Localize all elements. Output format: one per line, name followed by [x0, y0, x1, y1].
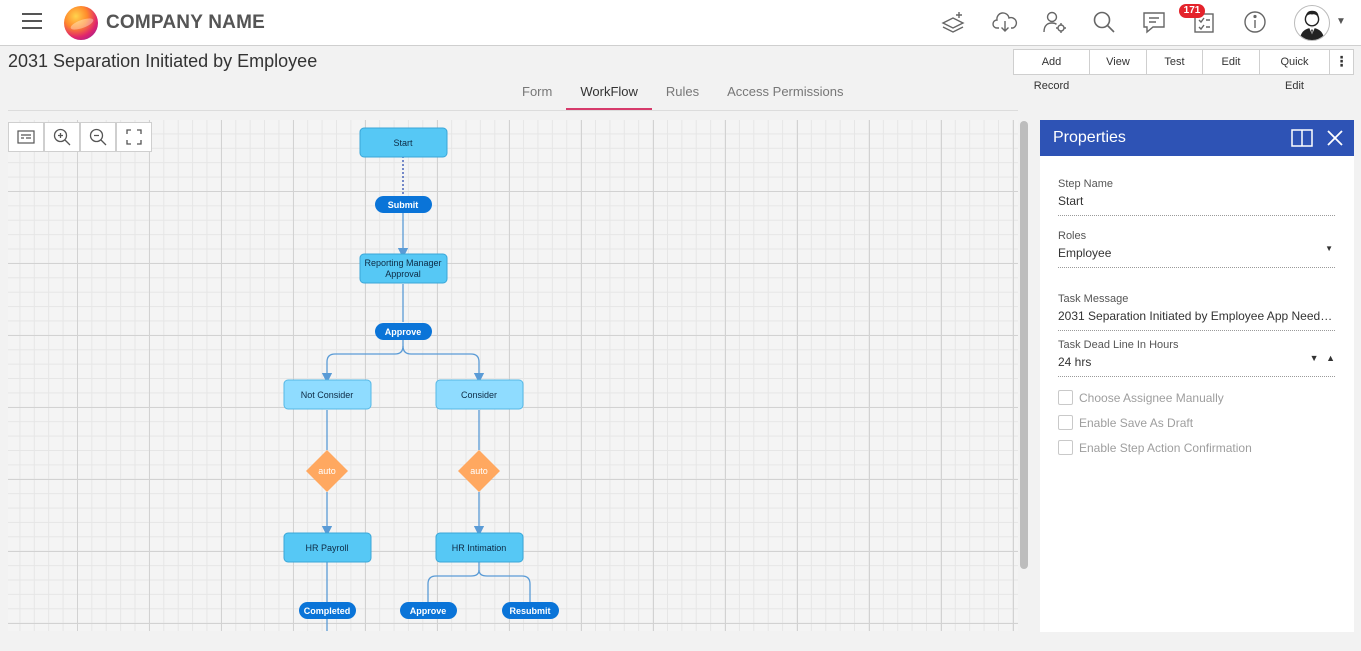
- pill-submit[interactable]: Submit: [375, 196, 432, 213]
- node-reporting-manager-approval[interactable]: Reporting Manager Approval: [359, 253, 448, 284]
- node-label: HR Intimation: [452, 543, 507, 553]
- more-options-icon[interactable]: ⋮: [1334, 53, 1349, 69]
- notification-badge: 171: [1179, 4, 1205, 18]
- field-label: Task Dead Line In Hours: [1058, 339, 1179, 351]
- dropdown-arrow-icon[interactable]: ▼: [1325, 244, 1333, 253]
- pill-completed[interactable]: Completed: [299, 602, 356, 619]
- node-label: Start: [393, 138, 413, 148]
- node-label-line1: Reporting Manager: [364, 258, 441, 268]
- view-button[interactable]: View: [1090, 50, 1147, 74]
- chevron-down-icon[interactable]: ▼: [1336, 16, 1346, 27]
- pill-label: Resubmit: [509, 606, 550, 616]
- diamond-auto-left[interactable]: auto: [306, 450, 348, 492]
- cloud-download-icon[interactable]: [992, 9, 1018, 35]
- checkbox[interactable]: [1058, 440, 1073, 455]
- roles-field[interactable]: Roles Employee ▼: [1058, 230, 1335, 268]
- node-hr-payroll[interactable]: HR Payroll: [283, 532, 372, 563]
- info-icon[interactable]: [1242, 9, 1268, 35]
- zoom-in-icon[interactable]: [44, 122, 80, 152]
- checkbox-label: Choose Assignee Manually: [1079, 390, 1224, 405]
- step-name-input[interactable]: Start: [1058, 194, 1084, 208]
- field-label: Step Name: [1058, 178, 1114, 190]
- diamond-label: auto: [318, 466, 336, 476]
- connector-lines: [321, 156, 531, 631]
- layers-add-icon[interactable]: [940, 9, 966, 35]
- overview-icon[interactable]: [8, 122, 44, 152]
- test-button[interactable]: Test: [1147, 50, 1203, 74]
- dock-panel-icon[interactable]: [1290, 128, 1314, 148]
- top-bar: COMPANY NAME 171 ▼: [0, 0, 1361, 46]
- canvas-toolbar: [8, 122, 152, 152]
- pill-label: Approve: [385, 327, 422, 337]
- node-consider[interactable]: Consider: [435, 379, 524, 410]
- properties-header: Properties: [1040, 120, 1354, 156]
- zoom-out-icon[interactable]: [80, 122, 116, 152]
- page-title: 2031 Separation Initiated by Employee: [8, 51, 318, 71]
- pill-label: Completed: [304, 606, 351, 616]
- field-label: Task Message: [1058, 293, 1129, 305]
- close-icon[interactable]: [1325, 128, 1345, 148]
- edit-button[interactable]: Edit: [1203, 50, 1260, 74]
- node-label: Not Consider: [301, 390, 354, 400]
- properties-panel: Properties Step Name Start Roles Employe…: [1040, 120, 1354, 632]
- company-logo: [64, 6, 98, 40]
- node-label: Consider: [461, 390, 497, 400]
- roles-select[interactable]: Employee: [1058, 246, 1112, 260]
- tab-divider: [8, 110, 1018, 111]
- workflow-canvas[interactable]: Start Submit Reporting Manager Approval …: [8, 120, 1018, 631]
- tab-access-permissions[interactable]: Access Permissions: [727, 84, 844, 99]
- action-toolbar: Add Record View Test Edit Quick Edit ⋮: [1013, 49, 1354, 92]
- pill-label: Submit: [388, 200, 419, 210]
- checkbox[interactable]: [1058, 415, 1073, 430]
- user-settings-icon[interactable]: [1042, 9, 1068, 35]
- pill-approve-hr[interactable]: Approve: [400, 602, 457, 619]
- pill-label: Approve: [410, 606, 447, 616]
- diamond-auto-right[interactable]: auto: [458, 450, 500, 492]
- properties-title: Properties: [1053, 129, 1126, 146]
- chat-icon[interactable]: [1141, 9, 1167, 35]
- pill-approve[interactable]: Approve: [375, 323, 432, 340]
- tab-form[interactable]: Form: [522, 84, 553, 99]
- field-label: Roles: [1058, 230, 1087, 242]
- fullscreen-icon[interactable]: [116, 122, 152, 152]
- workflow-diagram: Start Submit Reporting Manager Approval …: [283, 127, 559, 631]
- enable-confirmation-checkbox[interactable]: Enable Step Action Confirmation: [1058, 440, 1252, 455]
- tab-bar: Form WorkFlow Rules Access Permissions: [508, 78, 857, 111]
- canvas-scrollbar[interactable]: [1020, 121, 1028, 569]
- choose-assignee-checkbox[interactable]: Choose Assignee Manually: [1058, 390, 1224, 405]
- menu-icon[interactable]: [22, 13, 42, 31]
- node-start[interactable]: Start: [359, 127, 448, 158]
- add-record-button[interactable]: Add Record: [1014, 50, 1090, 92]
- avatar[interactable]: [1294, 5, 1330, 41]
- quick-edit-button[interactable]: Quick Edit: [1260, 50, 1330, 92]
- task-message-field[interactable]: Task Message 2031 Separation Initiated b…: [1058, 293, 1335, 331]
- pill-resubmit[interactable]: Resubmit: [502, 602, 559, 619]
- task-deadline-field[interactable]: Task Dead Line In Hours 24 hrs ▼ ▲: [1058, 339, 1335, 377]
- checkbox-label: Enable Step Action Confirmation: [1079, 440, 1252, 455]
- enable-save-draft-checkbox[interactable]: Enable Save As Draft: [1058, 415, 1193, 430]
- task-message-input[interactable]: 2031 Separation Initiated by Employee Ap…: [1058, 309, 1335, 323]
- node-not-consider[interactable]: Not Consider: [283, 379, 372, 410]
- tab-workflow[interactable]: WorkFlow: [566, 78, 652, 111]
- checkbox-label: Enable Save As Draft: [1079, 415, 1194, 430]
- node-label: HR Payroll: [305, 543, 348, 553]
- diamond-label: auto: [470, 466, 488, 476]
- stepper-icon[interactable]: ▼ ▲: [1309, 353, 1335, 363]
- brand-name: COMPANY NAME: [106, 12, 265, 33]
- node-label-line2: Approval: [385, 269, 421, 279]
- step-name-field[interactable]: Step Name Start: [1058, 178, 1335, 216]
- checkbox[interactable]: [1058, 390, 1073, 405]
- node-hr-intimation[interactable]: HR Intimation: [435, 532, 524, 563]
- tab-rules[interactable]: Rules: [665, 84, 700, 99]
- search-icon[interactable]: [1091, 9, 1117, 35]
- task-deadline-input[interactable]: 24 hrs: [1058, 355, 1092, 369]
